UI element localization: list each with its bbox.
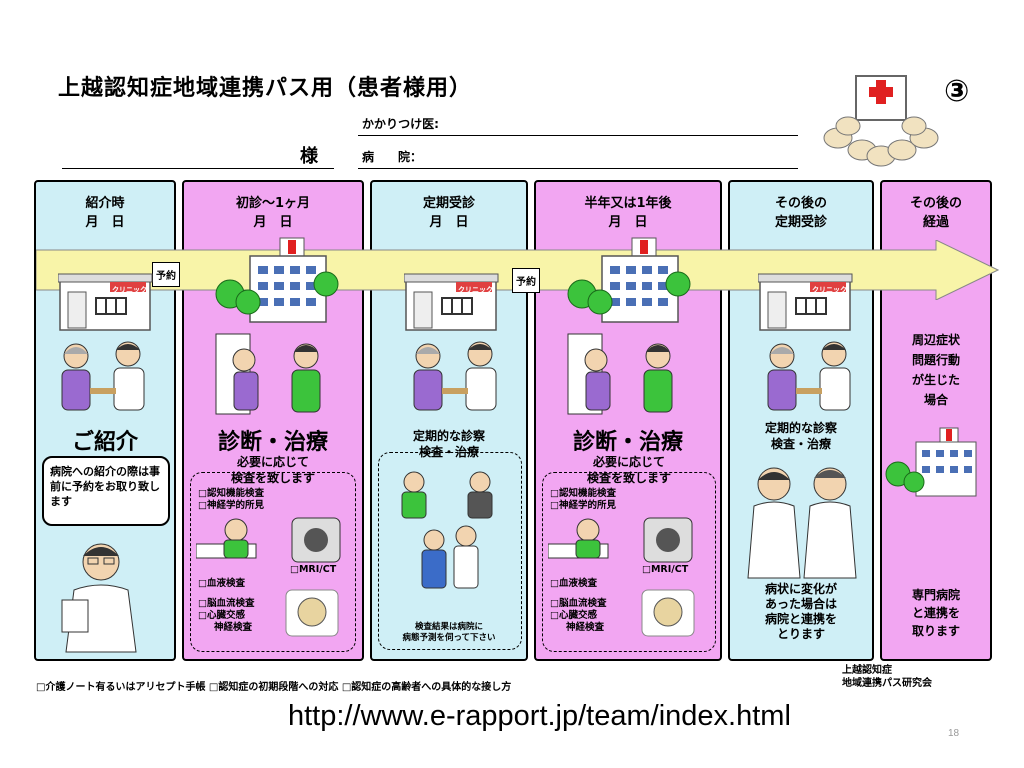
referral-heading: ご紹介 — [71, 430, 138, 455]
doctor-label: かかりつけ医: — [362, 117, 439, 131]
column-head: 初診～1ヶ月 月 日 — [235, 196, 311, 230]
check-item: □神経学的所見 — [550, 500, 616, 511]
hospital-building-icon — [215, 237, 339, 323]
spect-machine-illustration — [285, 589, 339, 637]
diagnosis-heading: 診断・治療 — [217, 430, 328, 455]
bpsd-note: 周辺症状 問題行動 が生じた 場合 — [911, 333, 960, 407]
check-item: □MRI/CT — [290, 564, 337, 575]
mri-scan-illustration — [196, 517, 341, 563]
doctor-line — [358, 135, 798, 136]
doctors-handshake-illustration — [747, 467, 857, 579]
clinic-sign: クリニック — [112, 286, 147, 294]
check-item: 神経検査 — [214, 622, 253, 633]
clinic-sign: クリニック — [812, 286, 847, 294]
hospital-logo-icon — [823, 75, 939, 167]
regular-care-note: 定期的な診察 検査・治療 — [764, 421, 837, 451]
check-item: □心臓交感 — [550, 610, 597, 621]
check-item: □脳血流検査 — [198, 598, 255, 609]
referral-speech-bubble: 病院への紹介の際は事前に予約をお取り致します — [42, 456, 170, 526]
diagnosis-heading: 診断・治療 — [572, 430, 683, 455]
check-item: 神経検査 — [566, 622, 605, 633]
regular-visit-box — [378, 452, 522, 650]
check-item: □認知機能検査 — [198, 488, 264, 499]
test-result-note: 検査結果は病院に 病態予測を伺って下さい — [402, 622, 496, 643]
check-item: □認知機能検査 — [550, 488, 616, 499]
sama-label: 様 — [300, 146, 318, 167]
check-item: □血液検査 — [550, 578, 597, 589]
consultation-illustration — [767, 341, 851, 411]
source-url-link[interactable]: http://www.e-rapport.jp/team/index.html — [288, 700, 791, 732]
regular-care-note: 定期的な診察 検査・治療 — [412, 429, 485, 459]
condition-change-note: 病状に変化が あった場合は 病院と連携を とります — [764, 582, 837, 641]
column-head: 半年又は1年後 月 日 — [584, 196, 672, 230]
appointment-tag: 予約 — [152, 262, 180, 287]
mri-scan-illustration — [548, 517, 693, 563]
page-title: 上越認知症地域連携パス用（患者様用） — [58, 76, 473, 101]
treatment-illustration — [401, 471, 493, 589]
column-head: 紹介時 月 日 — [85, 196, 125, 230]
hospital-building-icon — [567, 237, 691, 323]
hospital-label: 病 院： — [362, 150, 423, 164]
column-head: その後の 経過 — [909, 196, 962, 230]
specialist-note: 専門病院 と連携を 取ります — [911, 588, 960, 638]
clinic-building-icon — [58, 273, 153, 331]
doctor-illustration — [61, 543, 137, 653]
footer-checklist: □介護ノート有るいはアリセプト手帳 □認知症の初期段階への対応 □認知症の高齢者… — [36, 682, 512, 693]
check-item: □血液検査 — [198, 578, 245, 589]
patient-name-line — [62, 168, 334, 169]
column-head: 定期受診 月 日 — [422, 196, 475, 230]
clinic-sign: クリニック — [458, 286, 493, 294]
appointment-tag: 予約 — [512, 268, 540, 293]
diagnosis-illustration — [215, 333, 321, 415]
consultation-illustration — [61, 341, 145, 411]
page-number: 18 — [948, 728, 960, 739]
check-item: □MRI/CT — [642, 564, 689, 575]
check-item: □心臓交感 — [198, 610, 245, 621]
organization-name: 上越認知症 地域連携パス研究会 — [842, 665, 932, 689]
check-item: □脳血流検査 — [550, 598, 607, 609]
tests-dashed-box — [542, 472, 716, 652]
clinic-building-icon — [404, 273, 499, 331]
tests-dashed-box — [190, 472, 356, 652]
diagnosis-illustration — [567, 333, 673, 415]
clinic-building-icon — [758, 273, 853, 331]
hospital-line — [358, 168, 798, 169]
hospital-building-icon — [885, 427, 977, 497]
tests-note: 必要に応じて 検査を致します — [586, 455, 671, 485]
tests-note: 必要に応じて 検査を致します — [230, 455, 315, 485]
consultation-illustration — [413, 341, 497, 411]
check-item: □神経学的所見 — [198, 500, 264, 511]
column-head: その後の 定期受診 — [774, 196, 827, 230]
spect-machine-illustration — [641, 589, 695, 637]
step-number-badge: ③ — [944, 74, 970, 109]
